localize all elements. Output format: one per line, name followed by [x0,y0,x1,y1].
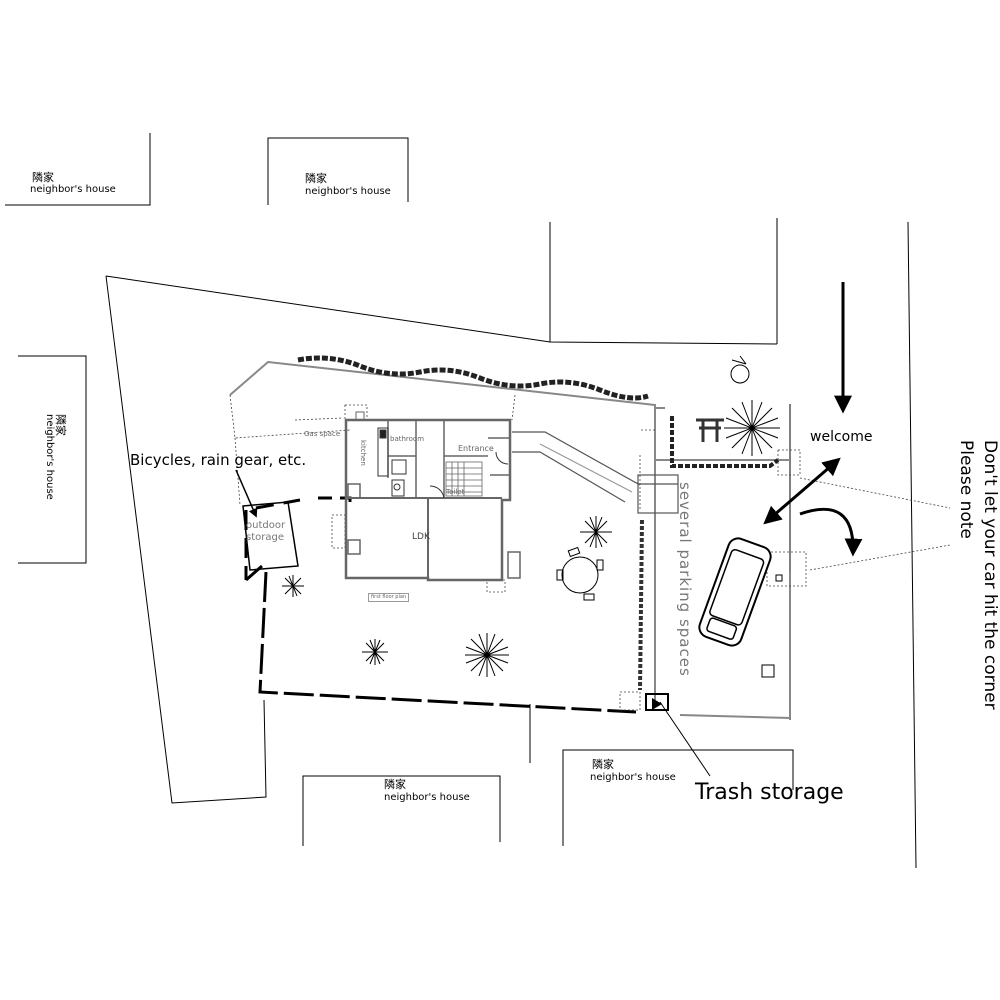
outdoor-storage-box [242,501,299,571]
arrow-curve [799,507,863,557]
plants [282,355,780,677]
fence [244,496,637,714]
neighbor-label-en: neighbor's house [590,772,676,783]
plant-large [724,400,780,456]
room-kitchen: kitchen [359,440,367,466]
driveway-path [512,431,679,514]
house-outline [344,418,512,582]
meter-box [761,664,775,678]
neighbor-label-en: neighbor's house [384,792,470,803]
trash-pointer [659,701,711,777]
plant-lawn-4 [580,516,612,548]
plant-lawn-1 [465,633,509,677]
car-warning-line1: Don't let your car hit the corner [980,440,1000,710]
bicycles-label: Bicycles, rain gear, etc. [130,451,307,469]
arrow-diagonal [763,457,841,525]
patio-table [556,546,604,601]
neighbor-label-ja: 隣家 [54,414,67,436]
lot-boundary [105,275,778,345]
neighbor-label-en: neighbor's house [305,186,391,197]
site-outline [229,360,791,720]
road-lines [105,218,917,869]
neighbor-left [18,355,87,564]
bicycles-pointer [235,469,258,518]
plant-circle [730,355,750,384]
plant-lawn-2 [362,639,388,665]
plant-lawn-3 [282,575,304,597]
outdoor-storage-label: outdoor storage [246,520,286,543]
room-floorplan: first floor plan [368,593,410,602]
neighbor-label-en: neighbor's house [44,414,55,500]
neighbor-label-ja: 隣家 [32,171,54,184]
neighbor-label-ja: 隣家 [305,172,327,185]
parking-label: several parking spaces [676,482,694,677]
car-warning-line2: Please note [956,440,976,539]
neighbor-label-ja: 隣家 [592,758,614,771]
hedge-entry [670,416,780,468]
arrows [763,282,863,557]
neighbor-label-ja: 隣家 [384,778,406,791]
staircase [445,461,483,497]
room-bathroom: bathroom [390,435,425,443]
neighbor-outlines [5,133,794,846]
room-gas-space: Gas space [304,430,341,438]
room-toilet: Toilet [446,488,465,496]
trash-box [645,693,669,711]
hedge-right [638,519,644,691]
car [698,537,772,647]
neighbor-bottom-right [562,749,794,846]
hedge-top [297,355,649,401]
post [775,574,783,582]
room-ldk: LDK [412,532,430,542]
torii-gate [696,418,724,442]
kitchen-fixtures [377,427,509,499]
house [344,411,521,582]
welcome-label: welcome [810,429,873,445]
neighbor-label-en: neighbor's house [30,184,116,195]
room-entrance: Entrance [458,444,494,453]
neighbor-top-mid [267,137,409,205]
trash-storage-label: Trash storage [695,780,844,805]
neighbor-bottom-mid [302,775,501,846]
neighbor-top-left [5,133,151,206]
